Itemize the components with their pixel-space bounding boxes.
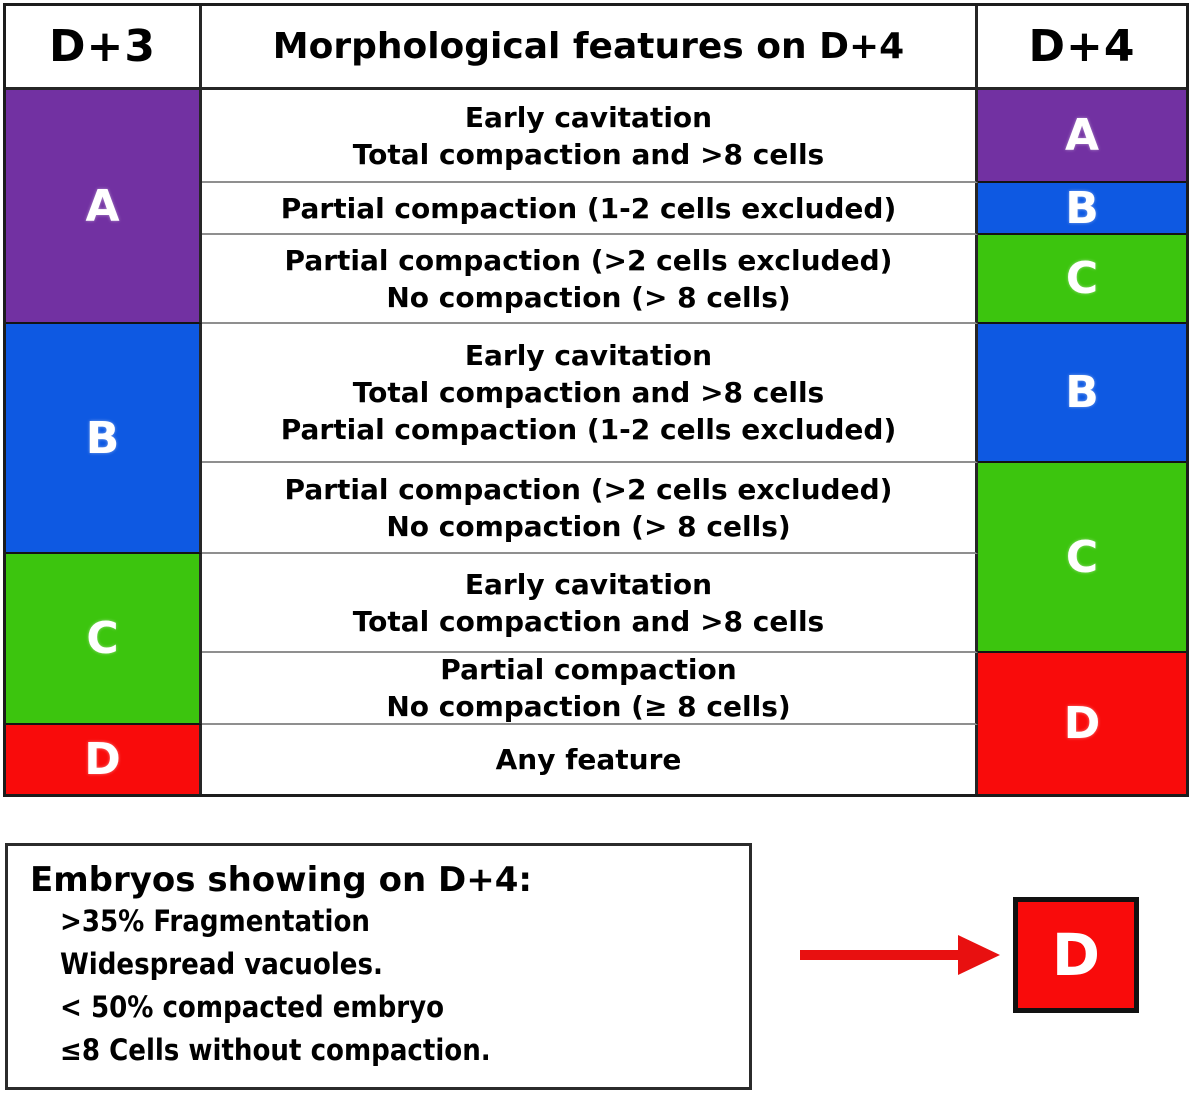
grade-d-callout-box: D xyxy=(1013,897,1139,1013)
header-d3: D+3 xyxy=(6,6,202,90)
feature-row-6: Early cavitation Total compaction and >8… xyxy=(202,554,978,653)
feature-line: Partial compaction xyxy=(440,653,737,686)
d3-grade-cell-b: B xyxy=(6,324,202,554)
d4-grade-cell-d: D xyxy=(978,653,1186,794)
feature-row-3: Partial compaction (>2 cells excluded) N… xyxy=(202,235,978,324)
feature-row-5: Partial compaction (>2 cells excluded) N… xyxy=(202,463,978,554)
d4-grade-cell-b1: B xyxy=(978,183,1186,235)
d3-grade-cell-d: D xyxy=(6,725,202,794)
feature-row-2: Partial compaction (1-2 cells excluded) xyxy=(202,183,978,235)
note-item-fragmentation: >35% Fragmentation xyxy=(60,904,370,938)
note-title: Embryos showing on D+4: xyxy=(30,860,532,900)
feature-row-8: Any feature xyxy=(202,725,978,794)
d4-criteria-note-box: Embryos showing on D+4: >35% Fragmentati… xyxy=(5,843,752,1090)
note-item-compacted-embryo: < 50% compacted embryo xyxy=(60,990,445,1024)
feature-line: Partial compaction (>2 cells excluded) xyxy=(284,472,893,506)
feature-line: Early cavitation xyxy=(464,339,713,372)
d3-grade-cell-c: C xyxy=(6,554,202,725)
note-item-cells-without-compaction: ≤8 Cells without compaction. xyxy=(60,1033,491,1067)
feature-line: Partial compaction (>2 cells excluded) xyxy=(284,243,893,277)
feature-line: No compaction (≥ 8 cells) xyxy=(386,690,791,723)
feature-line: Total compaction and >8 cells xyxy=(352,604,825,638)
feature-row-1: Early cavitation Total compaction and >8… xyxy=(202,90,978,183)
grading-table: D+3 Morphological features on D+4 D+4 A … xyxy=(3,3,1189,797)
feature-row-4: Early cavitation Total compaction and >8… xyxy=(202,324,978,463)
feature-line: Early cavitation xyxy=(464,567,713,601)
feature-line: Partial compaction (1-2 cells excluded) xyxy=(280,413,897,446)
feature-line: Any feature xyxy=(495,743,682,776)
feature-line: No compaction (> 8 cells) xyxy=(386,280,791,314)
d3-grade-cell-a: A xyxy=(6,90,202,324)
feature-line: Total compaction and >8 cells xyxy=(352,137,825,171)
d4-grade-cell-c2: C xyxy=(978,463,1186,653)
grade-d-letter: D xyxy=(1051,921,1101,989)
d4-grade-cell-b2: B xyxy=(978,324,1186,463)
d4-grade-cell-c1: C xyxy=(978,235,1186,324)
header-d4: D+4 xyxy=(978,6,1186,90)
note-item-vacuoles: Widespread vacuoles. xyxy=(60,947,383,981)
feature-line: Partial compaction (1-2 cells excluded) xyxy=(280,191,897,225)
d4-grade-cell-a: A xyxy=(978,90,1186,183)
feature-row-7: Partial compaction No compaction (≥ 8 ce… xyxy=(202,653,978,725)
feature-line: Early cavitation xyxy=(464,100,713,134)
feature-line: Total compaction and >8 cells xyxy=(352,376,825,409)
header-features: Morphological features on D+4 xyxy=(202,6,978,90)
right-arrow-icon xyxy=(800,935,1000,975)
feature-line: No compaction (> 8 cells) xyxy=(386,509,791,543)
